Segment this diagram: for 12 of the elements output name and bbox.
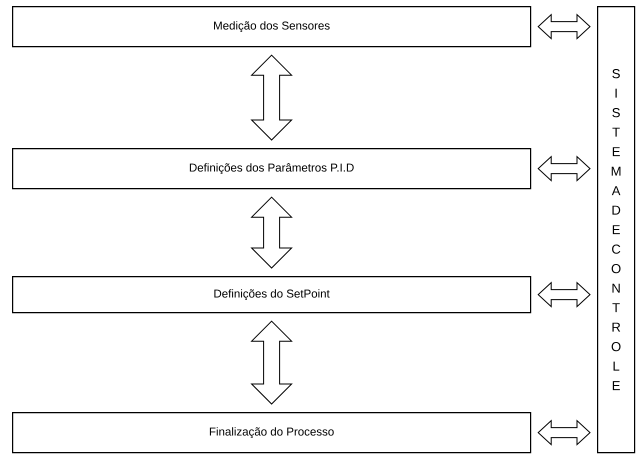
double-arrow bbox=[537, 281, 591, 308]
process-box: Definições do SetPoint bbox=[12, 276, 532, 314]
double-arrow bbox=[250, 196, 293, 269]
double-arrow bbox=[250, 320, 293, 405]
process-box: Medição dos Sensores bbox=[12, 6, 532, 48]
double-arrow bbox=[537, 419, 591, 446]
double-arrow bbox=[250, 54, 293, 141]
control-system-panel: SISTEMA DE CONTROLE bbox=[597, 6, 636, 454]
process-box: Definições dos Parâmetros P.I.D bbox=[12, 148, 532, 190]
process-box: Finalização do Processo bbox=[12, 412, 532, 454]
double-arrow bbox=[537, 13, 591, 40]
double-arrow bbox=[537, 155, 591, 182]
